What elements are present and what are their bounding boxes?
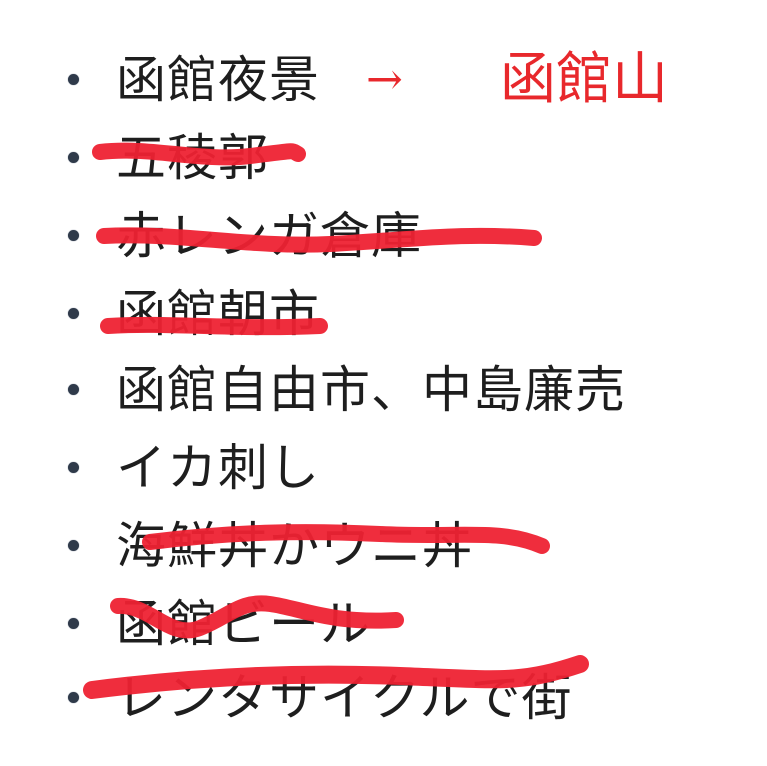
handwritten-destination: 函館山 — [500, 47, 668, 112]
bullet-dot — [68, 384, 79, 395]
item-text: 函館朝市 — [116, 285, 320, 343]
bullet-dot — [68, 692, 79, 703]
list-item: イカ刺し — [0, 438, 767, 498]
list-item: 函館朝市 — [0, 284, 767, 344]
bullet-dot — [68, 540, 79, 551]
bullet-dot — [68, 308, 79, 319]
list-item: レンタサイクルで街 — [0, 668, 767, 728]
list-item: 五稜郭 — [0, 128, 767, 188]
bullet-dot — [68, 152, 79, 163]
bullet-dot — [68, 230, 79, 241]
bullet-dot — [68, 74, 79, 85]
item-text: 函館ビール — [116, 595, 371, 653]
list-item: 赤レンガ倉庫 — [0, 206, 767, 266]
item-text: イカ刺し — [116, 439, 320, 497]
bullet-dot — [68, 618, 79, 629]
list-item: 函館ビール — [0, 594, 767, 654]
list-item: 函館自由市、中島廉売 — [0, 360, 767, 420]
item-text: 函館夜景 — [116, 51, 320, 109]
bullet-dot — [68, 462, 79, 473]
list-item: 函館夜景 → 函館山 — [0, 50, 767, 110]
item-text: 函館自由市、中島廉売 — [116, 361, 626, 419]
list-item: 海鮮丼かウニ丼 — [0, 516, 767, 576]
item-text: 海鮮丼かウニ丼 — [116, 517, 473, 575]
arrow-icon: → — [366, 54, 403, 105]
item-text: 赤レンガ倉庫 — [116, 207, 422, 265]
item-text: 五稜郭 — [116, 129, 269, 187]
item-text: レンタサイクルで街 — [116, 669, 573, 727]
